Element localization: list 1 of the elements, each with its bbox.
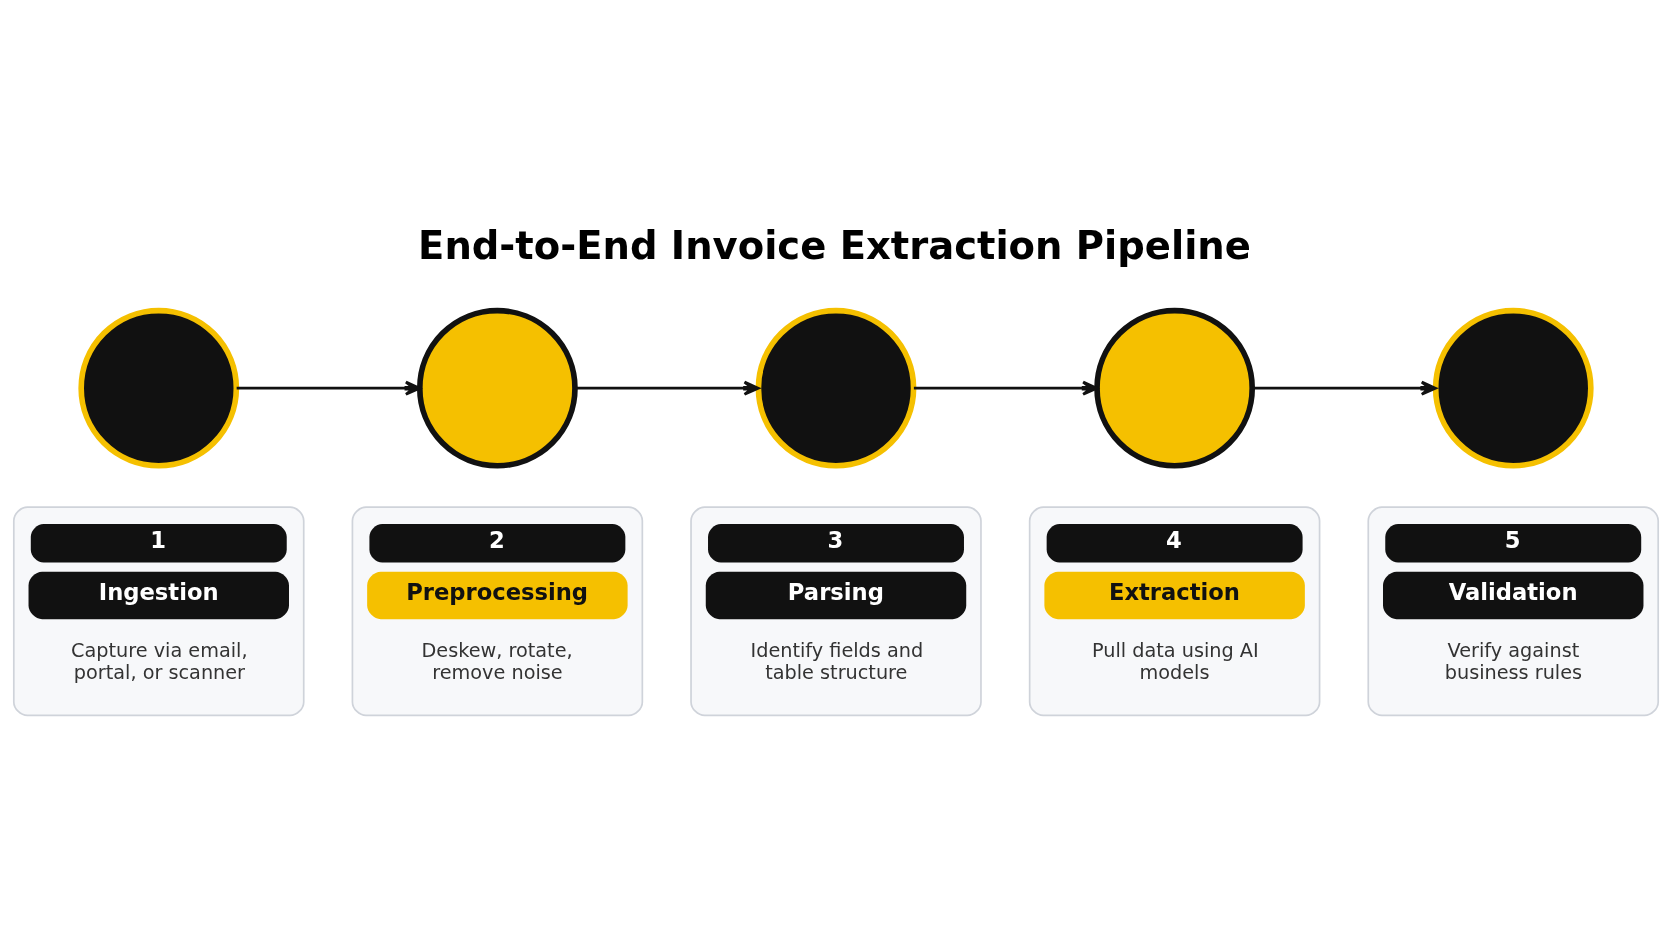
diagram-title: End-to-End Invoice Extraction Pipeline — [418, 222, 1251, 268]
